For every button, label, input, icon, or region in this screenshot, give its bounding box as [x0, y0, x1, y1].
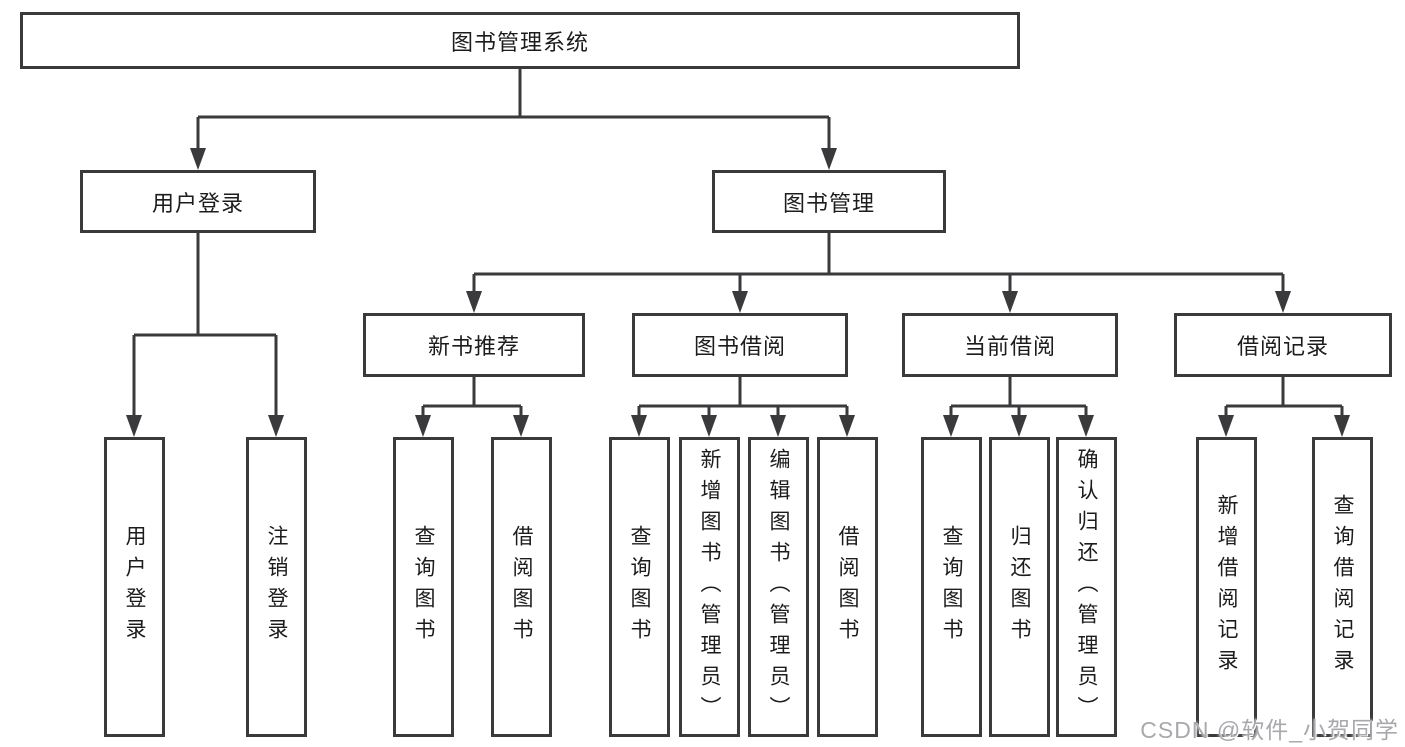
leaf-borrow-books: 借阅图书 [817, 437, 878, 737]
root-node-label: 图书管理系统 [450, 29, 589, 55]
node-book-management: 图书管理 [712, 170, 946, 233]
leaf-confirm-return-admin: 确认归还（管理员） [1056, 437, 1117, 737]
leaf-add-book-admin-label: 新增图书（管理员） [698, 447, 721, 727]
node-borrow-records-label: 借阅记录 [1236, 334, 1329, 359]
leaf-query-books-borrow-label: 查询图书 [628, 525, 651, 649]
connector-new-book-recommend-to-leaves [415, 377, 529, 437]
connector-borrow-records-to-leaves [1218, 377, 1350, 437]
node-book-borrow: 图书借阅 [632, 313, 848, 377]
leaf-query-books-borrow: 查询图书 [609, 437, 670, 737]
connector-book-borrow-to-leaves [631, 377, 855, 437]
node-user-login-label: 用户登录 [151, 190, 244, 216]
leaf-borrow-books-label: 借阅图书 [836, 525, 859, 649]
leaf-logout: 注销登录 [246, 437, 307, 737]
node-new-book-recommend-label: 新书推荐 [427, 334, 520, 359]
node-borrow-records: 借阅记录 [1174, 313, 1392, 377]
connector-book-management-to-level3 [466, 233, 1291, 313]
connector-root-to-level2 [190, 69, 837, 170]
leaf-query-borrow-record-label: 查询借阅记录 [1331, 494, 1354, 680]
leaf-return-book: 归还图书 [989, 437, 1050, 737]
leaf-query-books-recommend-label: 查询图书 [412, 525, 435, 649]
root-node-system-title: 图书管理系统 [20, 12, 1020, 69]
csdn-watermark: CSDN @软件_小贺同学 [1140, 717, 1399, 743]
leaf-borrow-books-recommend-label: 借阅图书 [510, 525, 533, 649]
node-current-borrow: 当前借阅 [902, 313, 1118, 377]
leaf-add-book-admin: 新增图书（管理员） [679, 437, 740, 737]
connector-user-login-to-leaves [126, 233, 284, 437]
leaf-query-books-current-label: 查询图书 [940, 525, 963, 649]
leaf-user-login: 用户登录 [104, 437, 165, 737]
leaf-query-books-recommend: 查询图书 [393, 437, 454, 737]
leaf-add-borrow-record: 新增借阅记录 [1196, 437, 1257, 737]
leaf-add-borrow-record-label: 新增借阅记录 [1215, 494, 1238, 680]
leaf-edit-book-admin: 编辑图书（管理员） [748, 437, 809, 737]
leaf-query-books-current: 查询图书 [921, 437, 982, 737]
leaf-confirm-return-admin-label: 确认归还（管理员） [1075, 447, 1098, 727]
leaf-return-book-label: 归还图书 [1008, 525, 1031, 649]
node-user-login: 用户登录 [80, 170, 316, 233]
node-book-management-label: 图书管理 [782, 190, 875, 216]
leaf-logout-label: 注销登录 [265, 525, 288, 649]
leaf-query-borrow-record: 查询借阅记录 [1312, 437, 1373, 737]
node-new-book-recommend: 新书推荐 [363, 313, 585, 377]
leaf-borrow-books-recommend: 借阅图书 [491, 437, 552, 737]
node-current-borrow-label: 当前借阅 [963, 334, 1056, 359]
leaf-edit-book-admin-label: 编辑图书（管理员） [767, 447, 790, 727]
leaf-user-login-label: 用户登录 [123, 525, 146, 649]
node-book-borrow-label: 图书借阅 [693, 334, 786, 359]
connector-current-borrow-to-leaves [943, 377, 1094, 437]
